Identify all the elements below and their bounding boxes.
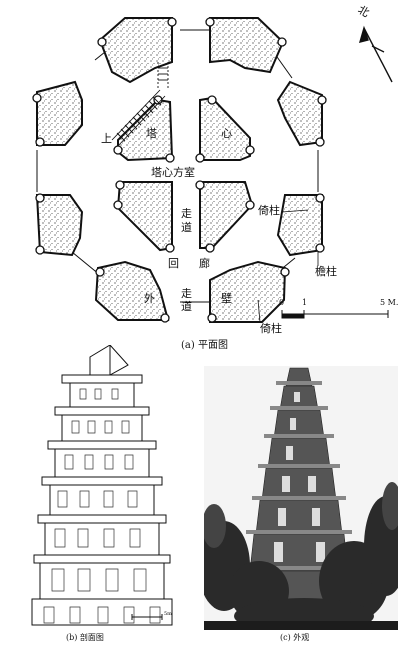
label-dao-1: 道 (181, 221, 192, 234)
caption-photo: (c) 外观 (280, 633, 310, 642)
label-ta: 塔 (146, 127, 157, 140)
label-zou-1: 走 (181, 207, 192, 220)
label-hui: 回 (168, 257, 179, 270)
label-eave-pillar: 檐柱 (315, 265, 337, 278)
label-lang: 廊 (199, 257, 210, 270)
plan-drawing (32, 17, 393, 323)
label-pillar-right: 倚柱 (258, 204, 280, 217)
label-pillar-bottom: 倚柱 (260, 322, 282, 335)
pagoda-photo (204, 366, 398, 630)
label-center-room: 塔心方室 (151, 166, 195, 179)
pillars (32, 17, 327, 323)
caption-section: (b) 剖面图 (66, 633, 104, 642)
scale-tick-1: 1 (302, 298, 308, 307)
label-wai: 外 (144, 292, 155, 305)
label-zou-2: 走 (181, 287, 192, 300)
plan-scale-bar (281, 310, 389, 319)
leader-lines (257, 209, 319, 323)
label-up: 上 (101, 132, 112, 145)
label-xin: 心 (221, 127, 232, 140)
stairs (111, 62, 169, 147)
scale-tick-5: 5 M. (380, 298, 399, 307)
north-arrow-icon (358, 25, 393, 83)
label-dao-2: 道 (181, 300, 192, 313)
scale-tick-0: 0 (279, 298, 285, 307)
caption-plan: (a) 平面图 (181, 340, 228, 351)
section-scale-label: 5m (164, 611, 172, 617)
label-bi: 壁 (221, 292, 232, 305)
section-drawing: 5m (31, 345, 173, 626)
